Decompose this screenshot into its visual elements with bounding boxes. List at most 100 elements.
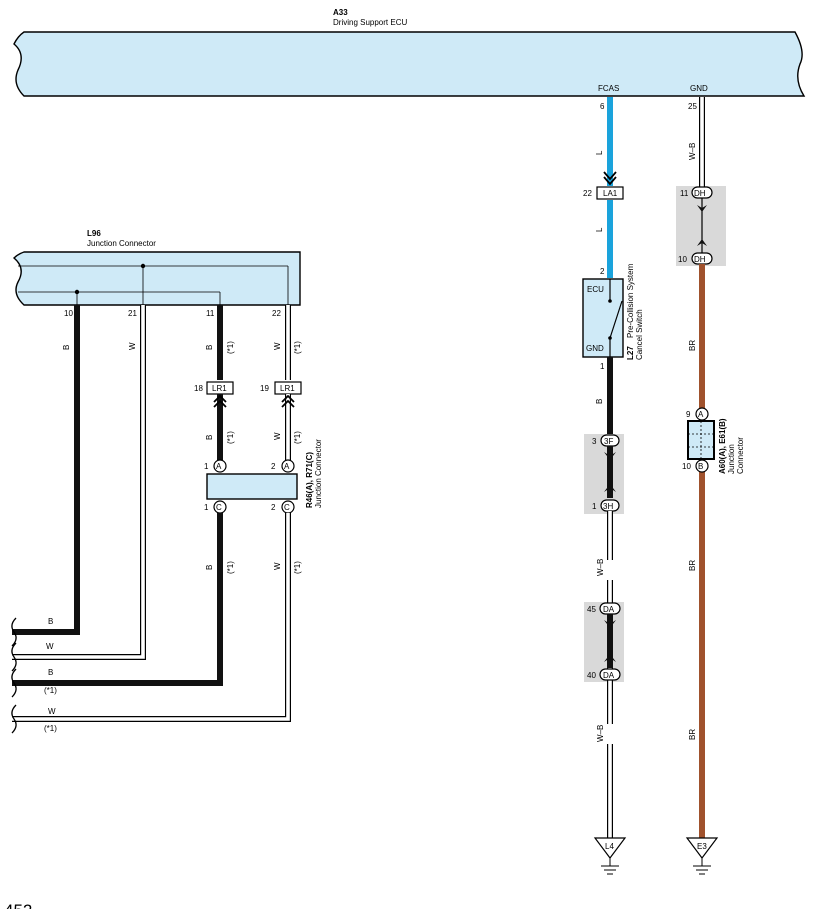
note-left-b: (*1) [44, 686, 57, 695]
r46-n2-top: 2 [271, 462, 276, 471]
r46-n1-top: 1 [204, 462, 209, 471]
wire-color-wb-2: W–B [596, 725, 605, 742]
r46-pin-c-2: C [284, 503, 290, 512]
connector-lr1-18-label: LR1 [212, 384, 227, 393]
wire-color-b-10: B [62, 345, 71, 350]
wire-b-pin10 [12, 305, 80, 635]
junction-l96-code: L96 [87, 229, 101, 238]
connector-da-top-label: DA [603, 605, 615, 614]
junction-a60-n9: 9 [686, 410, 691, 419]
junction-a60-pin-a: A [698, 410, 704, 419]
junction-a60-pin-b: B [698, 462, 703, 471]
junction-a60-n10: 10 [682, 462, 691, 471]
connector-lr1-19-pin: 19 [260, 384, 269, 393]
wire-color-br-2: BR [688, 560, 697, 571]
connector-lr1-18-pin: 18 [194, 384, 203, 393]
junction-a60-name-1: Junction [727, 444, 736, 474]
wire-color-w-22: W [273, 342, 282, 350]
connector-da-top-pin: 45 [587, 605, 596, 614]
ecu-pin-gnd-label: GND [690, 84, 708, 93]
connector-dh-top-pin: 11 [680, 189, 689, 198]
r46-title: R46(A), R71(C) [305, 452, 314, 508]
junction-a60-title: A60(A), E61(B) [718, 418, 727, 474]
ecu-name: Driving Support ECU [333, 18, 407, 27]
connector-3h-label: 3H [603, 502, 613, 511]
wire-color-l-1: L [595, 150, 604, 155]
switch-gnd-label: GND [586, 344, 604, 353]
connector-da-bottom-label: DA [603, 671, 615, 680]
note-22: (*1) [293, 341, 302, 354]
switch-ecu-label: ECU [587, 285, 604, 294]
junction-l96: L96 Junction Connector 10 21 11 22 [12, 229, 301, 318]
connector-3f-pin: 3 [592, 437, 597, 446]
r46-name: Junction Connector [314, 439, 323, 508]
r46-n2-bottom: 2 [271, 503, 276, 512]
wire-color-wb-1: W–B [596, 559, 605, 576]
l96-pin-22: 22 [272, 309, 281, 318]
wire-color-w-r71: W [273, 562, 282, 570]
wire-b-r46 [12, 513, 223, 686]
connector-3f-label: 3F [604, 437, 613, 446]
connector-da-bottom-pin: 40 [587, 671, 596, 680]
wire-color-wb-gnd: W–B [688, 143, 697, 160]
connector-la1 [596, 186, 624, 200]
connector-la1-label: LA1 [603, 189, 618, 198]
connector-dh-bottom-pin: 10 [678, 255, 687, 264]
ecu-pin-6: 6 [600, 102, 605, 111]
wire-color-b-r46: B [205, 565, 214, 570]
wire-break-marks [11, 617, 17, 734]
switch-name-2: Cancel Switch [635, 309, 644, 360]
ground-e3-label: E3 [697, 842, 707, 851]
l96-pin-21: 21 [128, 309, 137, 318]
switch-pin-2: 2 [600, 267, 605, 276]
wire-color-b-left-2: B [48, 668, 53, 677]
junction-r46-r71: A 1 A 2 C 1 C 2 R46(A), R71(C) Junction … [204, 439, 323, 514]
l96-pin-10: 10 [64, 309, 73, 318]
r46-pin-a-1: A [216, 462, 222, 471]
ecu-pin-25: 25 [688, 102, 697, 111]
switch-contact [609, 300, 623, 339]
note-r46-b: (*1) [226, 561, 235, 574]
note-left-w: (*1) [44, 724, 57, 733]
wire-color-b-switch: B [595, 399, 604, 404]
ecu-code: A33 [333, 8, 348, 17]
ecu-a33: A33 Driving Support ECU FCAS GND 6 25 [13, 8, 806, 111]
connector-lr1-19-label: LR1 [280, 384, 295, 393]
wire-color-br-3: BR [688, 729, 697, 740]
connector-dh-top-label: DH [694, 189, 706, 198]
junction-a60-name-2: Connector [736, 437, 745, 474]
gnd-circuit: W–B DH 11 DH 10 BR BR BR A 9 B 10 A60(A)… [678, 97, 745, 875]
junction-a60 [687, 420, 715, 460]
r46-pin-a-2: A [284, 462, 290, 471]
switch-pin-1: 1 [600, 362, 605, 371]
l96-pin-11: 11 [206, 309, 215, 318]
ecu-pin-fcas-label: FCAS [598, 84, 619, 93]
r46-n1-bottom: 1 [204, 503, 209, 512]
wire-color-l-2: L [595, 227, 604, 232]
connector-dh-bottom-label: DH [694, 255, 706, 264]
switch-name-1: Pre-Collision System [626, 263, 635, 338]
ground-e3 [685, 837, 719, 859]
ground-l4-label: L4 [605, 842, 614, 851]
wire-color-b-left-1: B [48, 617, 53, 626]
junction-l96-name: Junction Connector [87, 239, 156, 248]
connector-3h-pin: 1 [592, 502, 597, 511]
ground-l4 [593, 837, 627, 859]
wire-color-b-11: B [205, 345, 214, 350]
r46-pin-c-1: C [216, 503, 222, 512]
note-r71-w: (*1) [293, 561, 302, 574]
switch-code: L27 [626, 346, 635, 360]
connector-la1-pin: 22 [583, 189, 592, 198]
note-11: (*1) [226, 341, 235, 354]
wire-color-w-left-2: W [48, 707, 56, 716]
wire-color-w-left-1: W [46, 642, 54, 651]
note-19: (*1) [293, 431, 302, 444]
wire-color-w-19: W [273, 432, 282, 440]
note-18: (*1) [226, 431, 235, 444]
wire-color-br-1: BR [688, 340, 697, 351]
page-number: 452 [4, 901, 32, 909]
fcas-circuit: LA1 22 L L 2 ECU GND L27 Pre-Collision S… [582, 97, 644, 875]
wire-color-b-18: B [205, 435, 214, 440]
wire-color-w-21: W [128, 342, 137, 350]
